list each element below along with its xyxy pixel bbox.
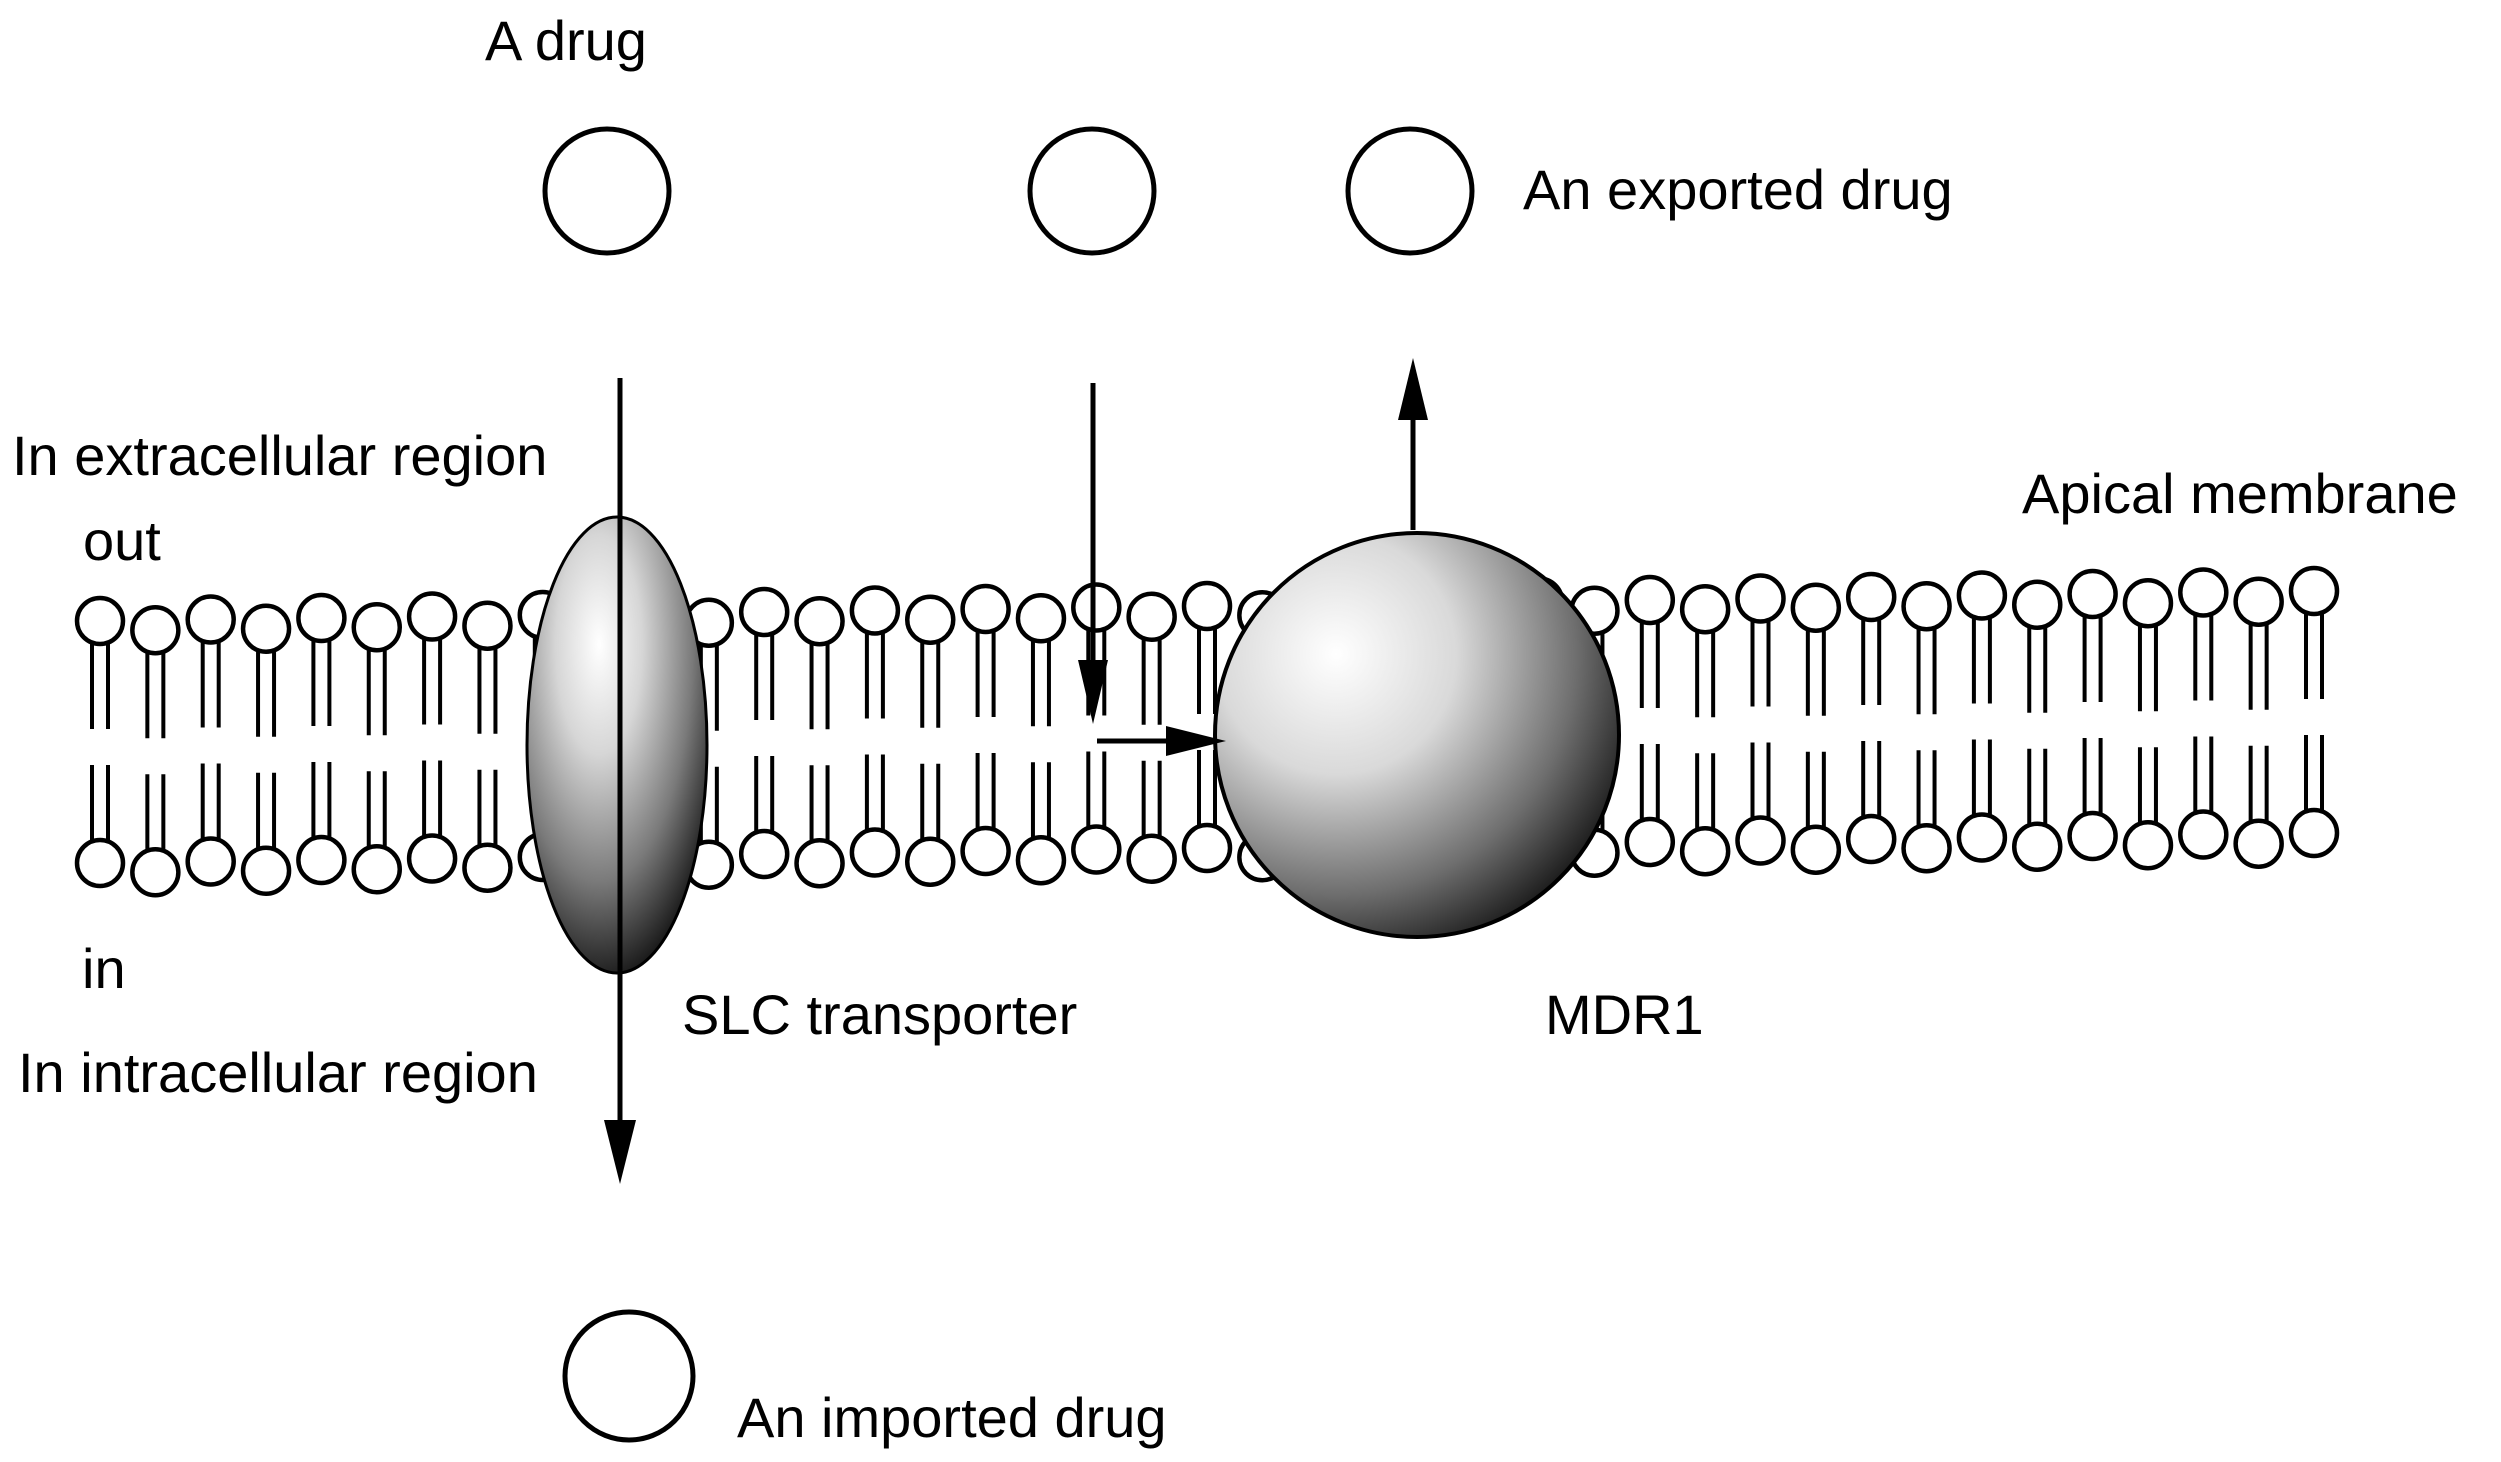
lipid-head [794, 596, 845, 647]
lipid-head [905, 594, 956, 645]
export-arrow [1398, 358, 1428, 530]
mdr1-label: MDR1 [1545, 983, 1704, 1046]
lipid-head [1845, 813, 1897, 865]
lipid-head [1015, 593, 1067, 644]
lipid-head [1071, 824, 1122, 875]
lipid-head [296, 834, 347, 886]
lipid-head [2233, 818, 2284, 869]
imported-drug-circle [562, 1309, 696, 1443]
lipid-head [2233, 576, 2284, 627]
out-label: out [83, 509, 161, 572]
extracellular-label: In extracellular region [12, 424, 547, 487]
lipid-head [1181, 822, 1233, 874]
imported-drug-label: An imported drug [737, 1386, 1167, 1449]
lipid-head [960, 825, 1011, 877]
slc-transporter-label: SLC transporter [682, 983, 1077, 1046]
lipid-head [905, 836, 956, 887]
lipid-head [74, 595, 126, 647]
lipid-head [2012, 579, 2063, 630]
mdr1-shape [1213, 531, 1621, 939]
lipid-head [1845, 571, 1897, 623]
lipid-head [185, 836, 236, 887]
lipid-head [185, 594, 236, 645]
lipid-bilayer [74, 565, 2340, 898]
drug-circle [542, 126, 672, 256]
apical-membrane-label: Apical membrane [2022, 462, 2458, 525]
lipid-head [2067, 810, 2118, 862]
lipid-head [1126, 833, 1177, 884]
lipid-head [462, 842, 513, 893]
lipid-head [1071, 582, 1122, 633]
lipid-head [74, 837, 126, 889]
lipid-head [2122, 578, 2174, 629]
lipid-head [794, 838, 845, 889]
lipid-head [406, 833, 458, 884]
lipid-head [406, 591, 458, 642]
exported-drug-label: An exported drug [1523, 158, 1953, 221]
lipid-head [351, 602, 402, 653]
in-label: in [82, 937, 126, 1000]
to-mdr1-arrow [1097, 726, 1226, 756]
lipid-head [1624, 816, 1676, 868]
lipid-head [240, 603, 292, 654]
lipid-head [462, 600, 513, 651]
lipid-head [240, 845, 292, 896]
lipid-head [2067, 568, 2118, 620]
intracellular-label: In intracellular region [18, 1041, 538, 1104]
lipid-head [738, 586, 790, 638]
lipid-head [1901, 823, 1952, 874]
lipid-head [849, 827, 901, 878]
lipid-head [960, 583, 1011, 635]
lipid-head [1624, 574, 1676, 626]
a-drug-label: A drug [485, 9, 647, 72]
lipid-head [1790, 824, 1842, 875]
lipid-head [2288, 565, 2340, 617]
lipid-head [130, 605, 181, 656]
lipid-head [1735, 815, 1786, 866]
lipid-head [1679, 826, 1731, 877]
lipid-head [2012, 821, 2063, 872]
lipid-head [1181, 580, 1233, 632]
lipid-head [130, 847, 181, 898]
import-arrow [604, 378, 636, 1184]
lipid-head [1126, 591, 1177, 642]
lipid-head [1956, 570, 2008, 621]
lipid-head [849, 585, 901, 636]
exported-drug-circle [1345, 126, 1475, 256]
lipid-head [1679, 584, 1731, 635]
lipid-head [2288, 807, 2340, 859]
lipid-head [2178, 809, 2229, 860]
lipid-head [1790, 582, 1842, 633]
membrane-entry-arrow [1078, 383, 1108, 724]
lipid-head [1956, 812, 2008, 863]
lipid-head [351, 844, 402, 895]
lipid-head [1015, 835, 1067, 886]
lipid-head [2178, 567, 2229, 618]
slc-transporter-shape [525, 515, 709, 975]
drug-circle-middle [1027, 126, 1157, 256]
lipid-head [2122, 820, 2174, 871]
lipid-head [1735, 573, 1786, 624]
lipid-head [738, 828, 790, 880]
lipid-head [1901, 581, 1952, 632]
lipid-head [296, 592, 347, 644]
